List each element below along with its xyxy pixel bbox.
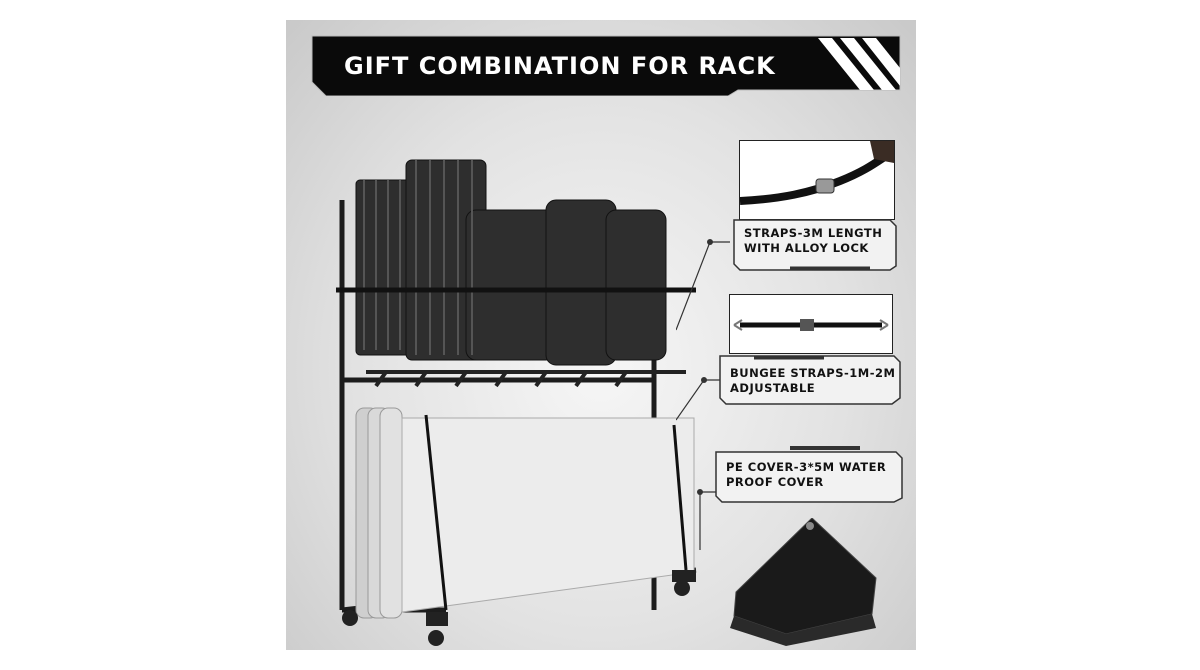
callout-frame-1 — [733, 219, 897, 271]
folding-tables — [355, 407, 695, 619]
callout-1-line2: WITH ALLOY LOCK — [744, 241, 869, 255]
title-banner — [311, 35, 901, 96]
strap-photo — [739, 140, 895, 220]
strap-icon — [740, 141, 894, 205]
callout-3: PE COVER-3*5M WATER PROOF COVER — [726, 460, 886, 490]
callout-1: STRAPS-3M LENGTH WITH ALLOY LOCK — [744, 226, 882, 256]
stripes-icon — [818, 38, 900, 90]
callout-frame-3 — [715, 446, 903, 503]
connector-lines — [676, 239, 730, 550]
callout-2-line2: ADJUSTABLE — [730, 381, 816, 395]
callout-2-line1: BUNGEE STRAPS-1M-2M — [730, 366, 896, 380]
callout-1-line1: STRAPS-3M LENGTH — [744, 226, 883, 240]
callout-3-line1: PE COVER-3*5M WATER — [726, 460, 887, 474]
callout-2: BUNGEE STRAPS-1M-2M ADJUSTABLE — [730, 366, 895, 396]
tarp-icon — [730, 518, 877, 646]
rack-illustration — [336, 159, 697, 646]
bungee-icon — [733, 319, 889, 331]
callout-3-line2: PROOF COVER — [726, 475, 824, 489]
product-panel: GIFT COMBINATION FOR RACK — [286, 20, 916, 650]
bungee-photo — [729, 294, 893, 354]
callout-frame-2 — [719, 355, 901, 405]
folding-chairs — [355, 159, 667, 366]
caster-wheels — [342, 570, 696, 646]
page-title: GIFT COMBINATION FOR RACK — [344, 52, 776, 80]
